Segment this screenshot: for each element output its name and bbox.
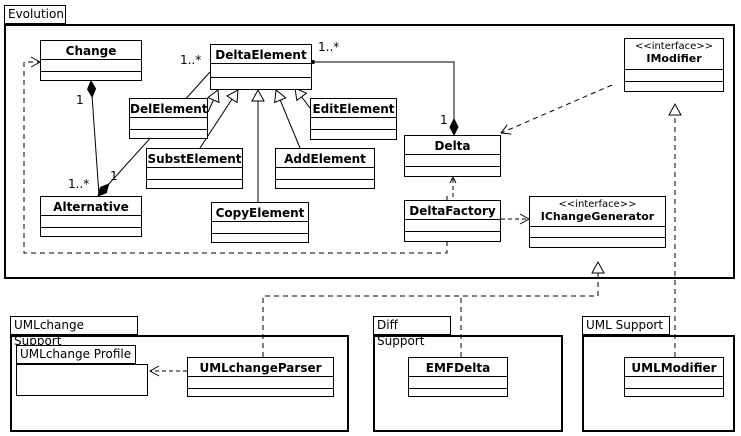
attributes-compartment [212, 221, 308, 233]
package-uml-support [582, 335, 735, 432]
class-name: DeltaElement [215, 48, 307, 62]
attributes-compartment [276, 167, 374, 179]
class-alternative[interactable]: Alternative [40, 196, 142, 237]
composition-change-alternative [91, 81, 100, 196]
package-evolution [4, 24, 735, 279]
composition-deltaelement-delta [312, 61, 454, 135]
package-tab-diff-support: Diff Support [373, 316, 451, 348]
operations-compartment [41, 71, 141, 72]
class-name: AddElement [284, 152, 366, 166]
operations-compartment [41, 227, 141, 228]
operations-compartment [211, 77, 311, 78]
attributes-compartment [188, 376, 333, 388]
class-delta[interactable]: Delta [404, 135, 501, 177]
class-name: CopyElement [215, 206, 305, 220]
class-uml-modifier[interactable]: UMLModifier [624, 357, 724, 397]
multiplicity-label: 1 [440, 113, 448, 127]
operations-compartment [625, 81, 723, 82]
operations-compartment [147, 179, 242, 180]
class-umlchange-parser[interactable]: UMLchangeParser [187, 357, 334, 397]
class-name: EMFDelta [425, 361, 491, 375]
class-edit-element[interactable]: EditElement [310, 98, 397, 140]
class-name: IChangeGenerator [540, 210, 655, 223]
attributes-compartment [41, 215, 141, 227]
attributes-compartment [311, 117, 396, 129]
class-copy-element[interactable]: CopyElement [211, 202, 309, 243]
class-emf-delta[interactable]: EMFDelta [408, 357, 508, 397]
operations-compartment [530, 237, 665, 238]
multiplicity-label: 1 [110, 169, 118, 183]
package-tab-umlchange-profile: UMLchange Profile [16, 345, 136, 364]
attributes-compartment [409, 376, 507, 388]
attributes-compartment [211, 63, 311, 77]
operations-compartment [212, 233, 308, 234]
operations-compartment [625, 388, 723, 389]
package-tab-umlchange-support: UMLchange Support [10, 316, 138, 348]
generalization-addelement [274, 89, 301, 149]
class-subst-element[interactable]: SubstElement [146, 148, 243, 189]
attributes-compartment [405, 219, 500, 231]
class-name: SubstElement [147, 152, 242, 166]
class-name: DeltaFactory [409, 204, 496, 218]
package-diff-support [373, 335, 563, 432]
attributes-compartment [530, 226, 665, 237]
attributes-compartment [405, 154, 500, 166]
operations-compartment [311, 129, 396, 130]
class-name: Change [65, 44, 117, 58]
attributes-compartment [625, 69, 723, 81]
stereotype-label: <<interface>> [558, 199, 637, 210]
package-umlchange-profile [16, 364, 148, 396]
class-name: UMLModifier [631, 361, 717, 375]
navigability-dot [311, 60, 315, 64]
class-name: IModifier [646, 52, 702, 65]
realization-umlchangeparser [262, 260, 605, 357]
attributes-compartment [130, 117, 207, 129]
class-delta-element[interactable]: DeltaElement [210, 44, 312, 90]
dependency-imodifier-delta [500, 84, 613, 135]
class-ichange-generator[interactable]: <<interface>> IChangeGenerator [529, 196, 666, 248]
operations-compartment [276, 179, 374, 180]
generalization-delelement [207, 89, 220, 113]
generalization-editelement [294, 87, 311, 109]
operations-compartment [405, 231, 500, 232]
class-name: EditElement [312, 102, 395, 116]
multiplicity-label: 1..* [68, 177, 89, 191]
operations-compartment [409, 388, 507, 389]
class-delta-factory[interactable]: DeltaFactory [404, 200, 501, 242]
operations-compartment [405, 166, 500, 167]
operations-compartment [130, 129, 207, 130]
stereotype-label: <<interface>> [634, 41, 714, 52]
class-del-element[interactable]: DelElement [129, 98, 208, 139]
multiplicity-label: 1..* [180, 53, 201, 67]
multiplicity-label: 1..* [318, 40, 339, 54]
class-name: Delta [434, 139, 471, 153]
attributes-compartment [147, 167, 242, 179]
operations-compartment [188, 388, 333, 389]
attributes-compartment [625, 376, 723, 388]
package-tab-uml-support: UML Support [582, 316, 670, 335]
class-name: DelElement [130, 102, 208, 116]
class-imodifier[interactable]: <<interface>> IModifier [624, 38, 724, 92]
class-add-element[interactable]: AddElement [275, 148, 375, 189]
package-umlchange-support [10, 335, 349, 432]
multiplicity-label: 1 [76, 93, 84, 107]
class-name: UMLchangeParser [199, 361, 322, 375]
attributes-compartment [41, 59, 141, 71]
package-tab-evolution: Evolution [4, 5, 66, 24]
class-change[interactable]: Change [40, 40, 142, 81]
class-name: Alternative [53, 200, 129, 214]
